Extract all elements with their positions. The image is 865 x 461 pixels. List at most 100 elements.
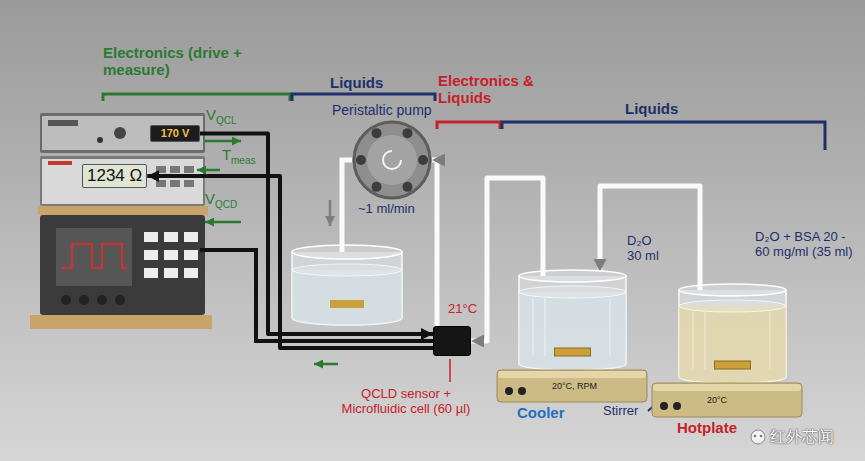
instrument-stack — [164, 232, 178, 242]
peristaltic-pump-shape — [354, 122, 430, 198]
stirrer-plate-shape — [505, 387, 513, 395]
node-subtext: QCLD sensor + Microfluidic cell (60 µl) — [336, 387, 476, 417]
instrument-stack — [56, 228, 132, 286]
tube — [330, 160, 352, 252]
node-text: 170 V — [161, 127, 190, 140]
stirrer-plate-shape — [653, 384, 801, 391]
peristaltic-pump-shape — [418, 155, 428, 165]
peristaltic-pump-shape — [356, 155, 366, 165]
stirrer-plate: 20°CHotplate — [652, 383, 802, 417]
beaker-shape — [533, 298, 534, 356]
peristaltic-pump: Peristaltic pump~1 ml/min — [352, 120, 432, 200]
signal-arrow — [205, 140, 241, 143]
instrument-stack — [48, 161, 72, 165]
signal-arrow — [314, 363, 338, 366]
instrument-stack — [164, 250, 178, 260]
watermark-icon — [754, 435, 757, 438]
scope-cable — [200, 250, 433, 341]
signal-name: V — [205, 190, 215, 207]
stirrer-plate-shape — [673, 402, 681, 410]
instrument-stack — [156, 180, 166, 187]
waste-beaker — [292, 245, 402, 325]
beaker-shape — [515, 268, 630, 370]
instrument-stack — [170, 180, 180, 187]
instrument-stack — [170, 166, 180, 173]
tube — [329, 200, 332, 226]
beaker-shape — [675, 282, 790, 383]
beaker-shape — [705, 312, 706, 369]
beaker-shape — [555, 348, 591, 356]
instrument-stack — [115, 295, 125, 305]
signal-subscript: QCL — [216, 115, 237, 127]
node-text: Peristaltic pump — [332, 102, 432, 118]
beaker-shape — [693, 312, 694, 369]
leader-line — [449, 359, 451, 382]
waste-beaker — [292, 245, 402, 259]
peristaltic-pump-shape — [372, 128, 382, 138]
instrument-stack — [30, 113, 212, 329]
node-subtext: Hotplate — [677, 419, 737, 436]
instrument-stack — [97, 295, 107, 305]
instrument-stack — [42, 116, 203, 150]
peristaltic-pump-shape — [403, 182, 413, 192]
signal-arrow — [197, 169, 220, 172]
instrument-stack — [79, 295, 89, 305]
watermark: 红外芯闻 — [770, 428, 834, 446]
group-bracket — [292, 94, 435, 101]
signal-cable — [147, 176, 433, 348]
group-bracket — [502, 122, 825, 150]
instrument-stack — [184, 180, 194, 187]
part-label: Stirrer — [603, 404, 638, 419]
instrument-stack — [184, 250, 198, 260]
node-text: 21°C — [448, 302, 477, 317]
peristaltic-pump-shape — [367, 135, 417, 185]
waste-beaker — [330, 300, 364, 308]
instrument-stack — [184, 268, 198, 278]
instrument-stack — [156, 166, 166, 173]
node-subtext: Cooler — [517, 404, 565, 421]
instrument-stack — [62, 244, 127, 268]
stirrer-plate-shape — [498, 371, 646, 378]
watermark-icon — [751, 430, 765, 444]
watermark-icon — [760, 435, 763, 438]
beaker-shape — [519, 270, 626, 282]
stirrer-plate-shape — [652, 383, 802, 417]
instrument-stack — [144, 268, 158, 278]
instrument-stack — [184, 166, 194, 173]
waste-beaker — [292, 270, 402, 325]
instrument-stack — [97, 137, 103, 143]
tube — [342, 160, 352, 252]
beaker-shape — [715, 361, 751, 369]
group-heading: Liquids — [330, 74, 383, 91]
beaker-shape — [679, 300, 786, 312]
group-heading: Electronics (drive + measure) — [103, 44, 253, 79]
group-heading: Liquids — [625, 100, 678, 117]
stirrer-plate-shape — [497, 370, 647, 402]
stirrer-plate: 20°C, RPMCooler — [497, 370, 647, 402]
waste-beaker — [292, 264, 402, 276]
signal-name: T — [222, 146, 231, 163]
instrument-stack — [144, 232, 158, 242]
beaker-shape — [545, 298, 546, 356]
beaker-shape — [679, 306, 786, 383]
peristaltic-pump-shape — [352, 120, 432, 200]
instrument-stack — [61, 295, 71, 305]
display-readout: 170 V — [150, 125, 200, 142]
node-text: 20°C, RPM — [552, 381, 597, 391]
node-text: 20°C — [707, 395, 727, 405]
beaker-shape — [519, 276, 626, 370]
beaker-shape — [679, 284, 786, 296]
instrument-stack — [38, 206, 208, 215]
instrument-stack — [48, 120, 78, 126]
instrument-stack — [184, 232, 198, 242]
instrument-stack — [40, 156, 205, 206]
signal-subscript: QCD — [215, 199, 237, 211]
stirrer-plate-shape — [518, 387, 526, 395]
beaker-shape — [770, 312, 771, 369]
instrument-stack — [42, 159, 203, 204]
peristaltic-pump-shape — [403, 128, 413, 138]
group-bracket — [437, 122, 500, 129]
scope-cable — [200, 250, 433, 341]
beaker-shape — [679, 290, 786, 383]
watermark-icon — [751, 430, 765, 444]
